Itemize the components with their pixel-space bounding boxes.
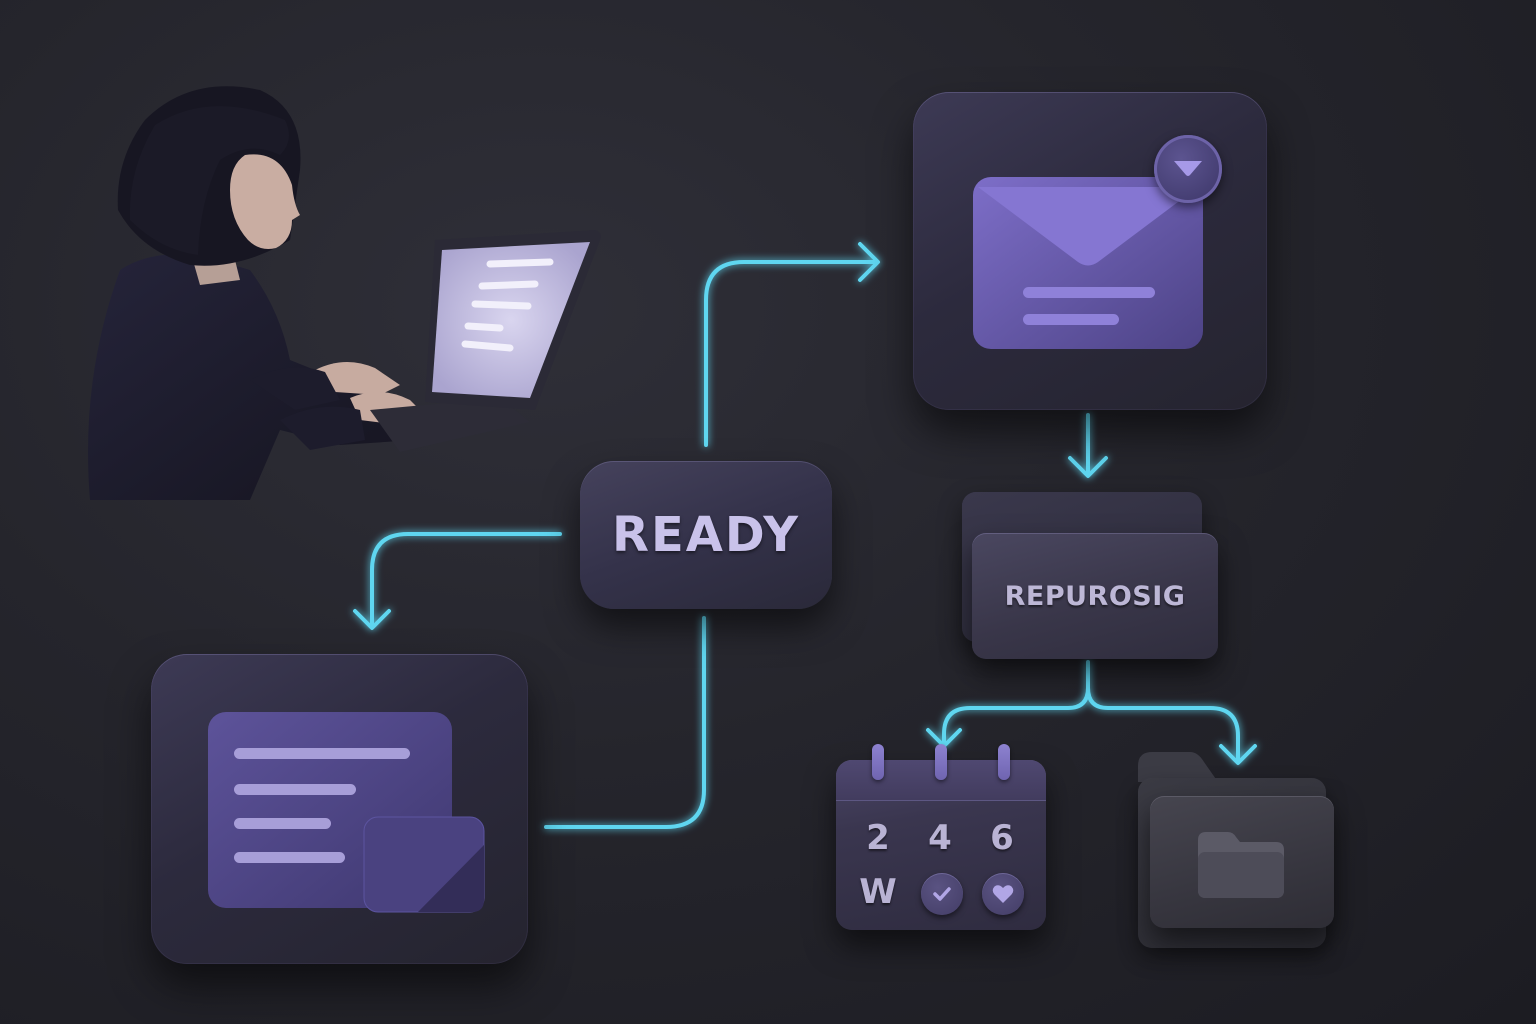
repurposing-folder[interactable]: REPUROSIG [972,533,1218,659]
email-tile[interactable] [913,92,1267,410]
arrowhead-folder [1068,456,1108,478]
calendar-cell: 2 [866,818,890,858]
calendar-cell: W [859,872,897,912]
person-laptop-icon [88,86,601,500]
arrow-hub-to-document [370,532,562,628]
document-lines-icon [208,712,485,913]
arrowhead-document [353,609,391,630]
arrow-hub-to-email [704,260,878,447]
arrow-document-to-hub [544,616,706,829]
calendar-cell: 6 [990,818,1014,858]
folder-icon [1198,832,1284,898]
arrow-folder-to-calendar [942,660,1090,746]
archive-folder[interactable] [1150,796,1334,928]
calendar-check-badge[interactable] [921,873,963,915]
calendar-ring [872,744,884,780]
document-tile[interactable] [151,654,528,964]
ready-hub-button[interactable]: READY [580,461,832,609]
ready-label: READY [611,507,800,563]
repurposing-folder-label: REPUROSIG [1004,580,1186,612]
envelope-icon [973,177,1203,349]
arrowhead-calendar [926,728,962,748]
calendar-ring [935,744,947,780]
check-icon [933,887,951,901]
arrow-folder-to-archive [1086,686,1240,764]
person-laptop-illustration [80,80,620,500]
calendar-heart-badge[interactable] [982,873,1024,915]
archive-folder-tab [1138,752,1218,782]
dropdown-triangle-icon [1174,161,1202,176]
email-dropdown-badge[interactable] [1154,135,1222,203]
heart-icon [992,885,1014,903]
arrowhead-email [858,242,880,282]
calendar-card[interactable]: 2 4 6 W [836,760,1046,930]
calendar-ring [998,744,1010,780]
calendar-cell: 4 [928,818,952,858]
